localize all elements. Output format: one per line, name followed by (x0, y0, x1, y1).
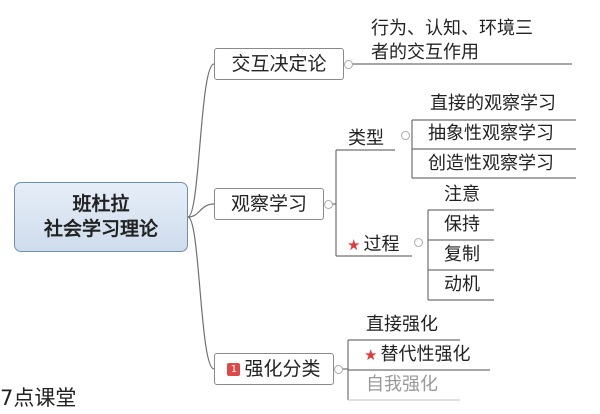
root-subtitle: 社会学习理论 (43, 218, 158, 240)
star-icon: ★ (347, 236, 361, 254)
collapse-toggle-icon[interactable] (324, 200, 333, 209)
root-title: 班杜拉 (72, 193, 130, 215)
connector-root-observation (187, 203, 215, 218)
process-item[interactable]: 注意 (444, 184, 480, 205)
branch-reinforcement-label: 强化分类 (244, 357, 321, 380)
types-label[interactable]: 类型 (348, 128, 384, 149)
footer-watermark: 7点课堂 (0, 386, 77, 410)
process-item[interactable]: 保持 (444, 214, 480, 235)
collapse-toggle-icon[interactable] (414, 238, 423, 247)
type-item[interactable]: 抽象性观察学习 (428, 123, 554, 144)
reinforcement-item[interactable]: 自我强化 (366, 374, 438, 395)
type-item[interactable]: 直接的观察学习 (430, 93, 556, 114)
star-icon: ★ (364, 346, 378, 364)
interaction-note-line1: 行为、认知、环境三 (371, 18, 533, 39)
reinforcement-item-label: 替代性强化 (380, 344, 471, 365)
process-node[interactable]: ★过程 (347, 230, 399, 256)
branch-observation-label: 观察学习 (230, 192, 307, 215)
reinforcement-item-starred[interactable]: ★替代性强化 (364, 346, 470, 364)
priority-badge-icon: 1 (227, 362, 241, 376)
root-node[interactable]: 班杜拉 社会学习理论 (14, 182, 188, 252)
connector-root-interaction (187, 63, 215, 218)
branch-interaction[interactable]: 交互决定论 (214, 48, 344, 80)
branch-reinforcement[interactable]: 1 强化分类 (214, 353, 334, 385)
process-label: 过程 (363, 234, 400, 255)
connector-root-reinforcement (187, 216, 215, 370)
branch-interaction-label: 交互决定论 (231, 52, 327, 75)
reinforcement-item[interactable]: 直接强化 (366, 314, 438, 335)
process-item[interactable]: 动机 (444, 274, 480, 295)
branch-observation[interactable]: 观察学习 (214, 188, 324, 220)
collapse-toggle-icon[interactable] (344, 60, 353, 69)
collapse-toggle-icon[interactable] (401, 131, 410, 140)
interaction-note-line2: 者的交互作用 (371, 42, 479, 63)
collapse-toggle-icon[interactable] (334, 365, 343, 374)
type-item[interactable]: 创造性观察学习 (428, 153, 554, 174)
process-item[interactable]: 复制 (444, 244, 480, 265)
